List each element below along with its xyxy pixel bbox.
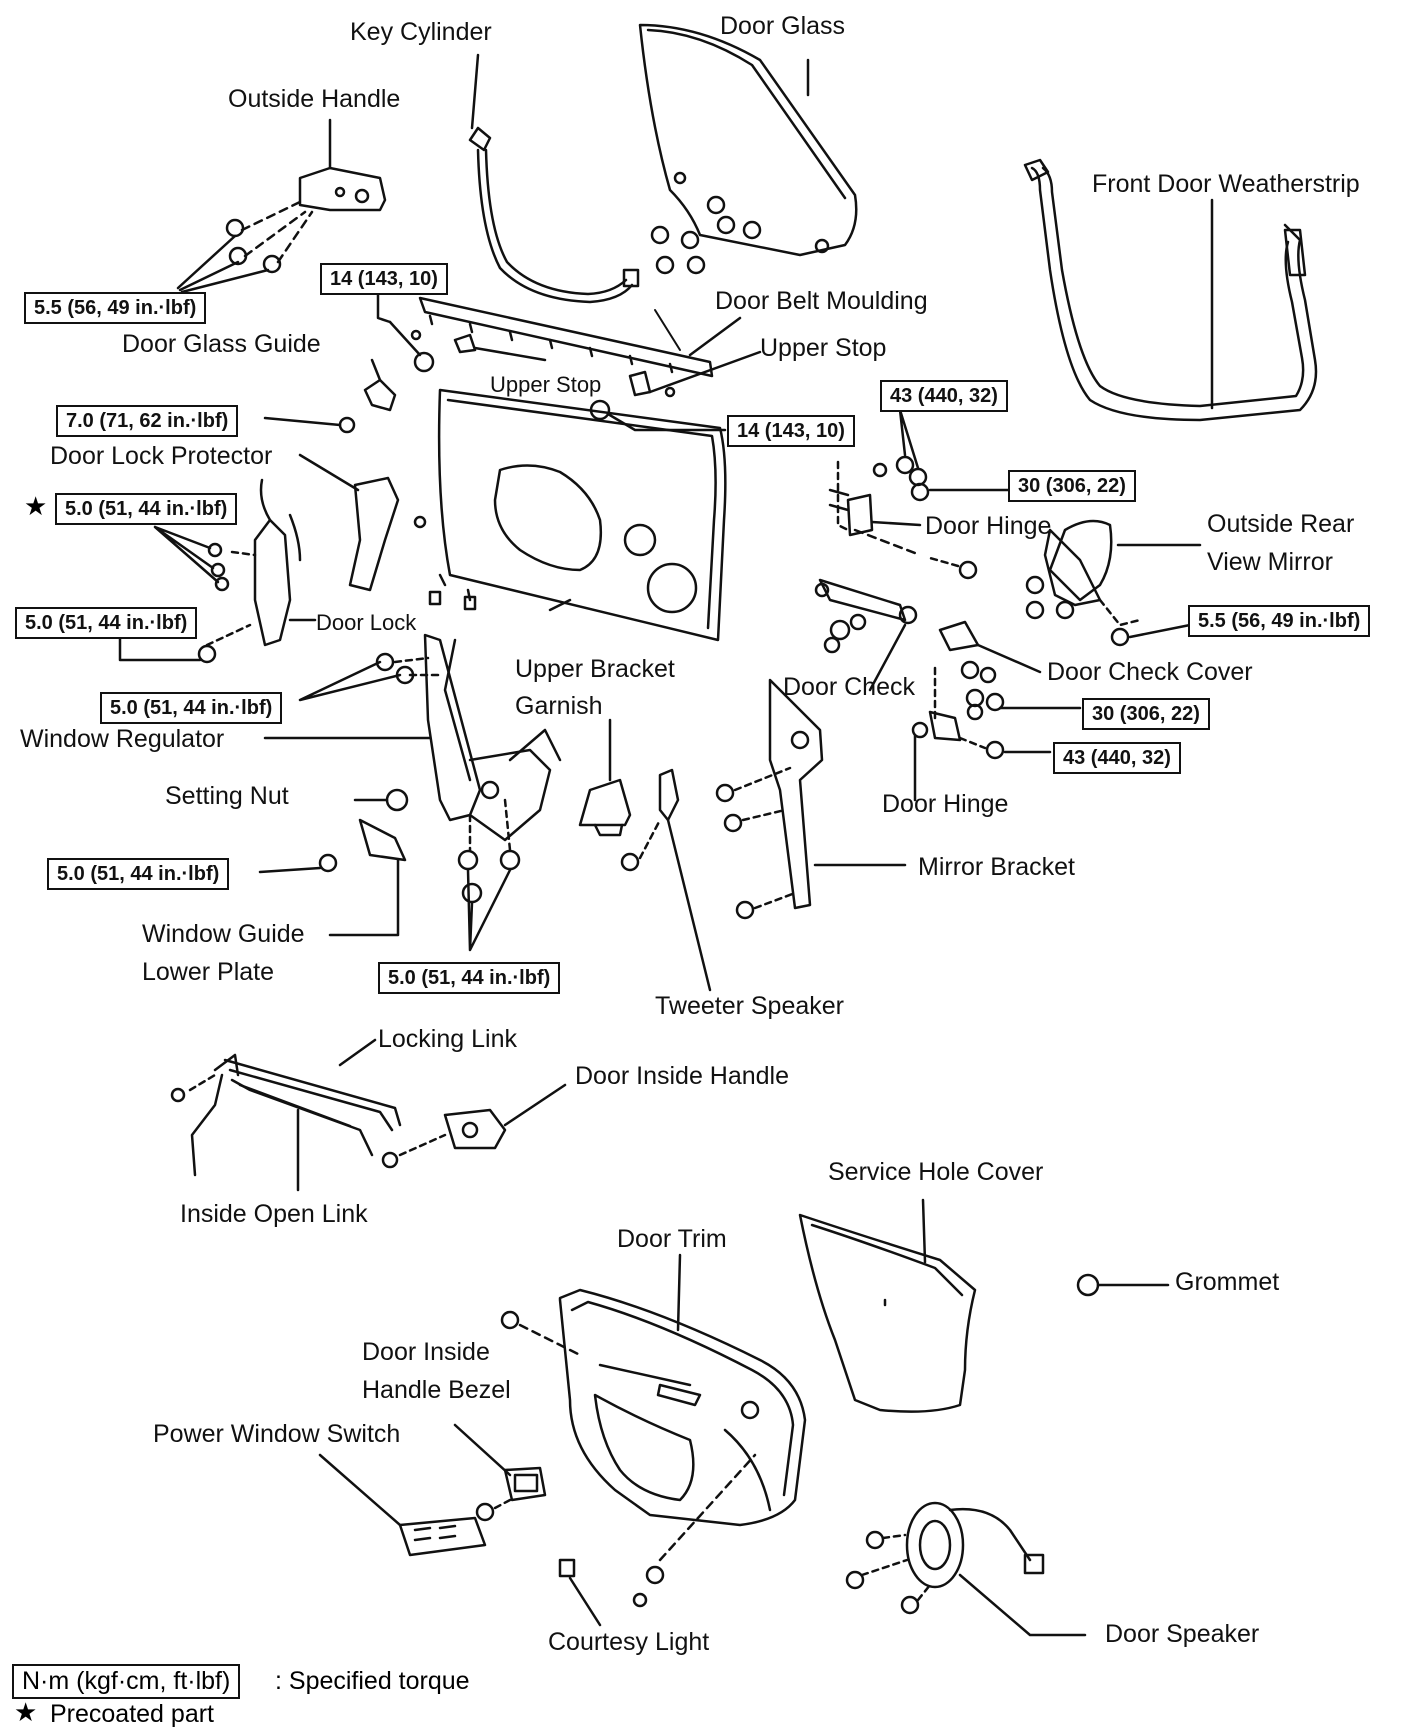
precoated-star-marker: ★ xyxy=(24,492,48,522)
window-guide-lower-plate-label-2: Lower Plate xyxy=(142,958,275,986)
setting-nut-part xyxy=(353,788,409,812)
door-glass-guide-part xyxy=(263,358,397,434)
torque-regulator-upper: 5.0 (51, 44 in.·lbf) xyxy=(100,692,283,724)
front-door-weatherstrip-label: Front Door Weatherstrip xyxy=(1092,170,1360,198)
upper-stop-label-right: Upper Stop xyxy=(760,334,887,362)
tweeter-speaker-label: Tweeter Speaker xyxy=(655,992,844,1020)
door-hinge-lower-label: Door Hinge xyxy=(882,790,1009,818)
torque-hinge-lower-side: 30 (306, 22) xyxy=(1082,698,1210,730)
power-window-switch-part xyxy=(318,1453,487,1557)
door-inside-handle-part xyxy=(381,1083,567,1169)
door-lock-protector-label: Door Lock Protector xyxy=(50,442,273,470)
torque-door-lock-lower: 5.0 (51, 44 in.·lbf) xyxy=(15,607,198,639)
outside-handle-label: Outside Handle xyxy=(228,85,401,113)
outside-handle-part xyxy=(176,118,387,294)
door-hinge-upper-label: Door Hinge xyxy=(925,512,1052,540)
legend-star: ★ xyxy=(14,1698,38,1728)
outside-rear-view-mirror-label-2: View Mirror xyxy=(1207,548,1333,576)
legend-unit-text: : Specified torque xyxy=(275,1667,470,1695)
mirror-bracket-part xyxy=(715,678,907,920)
grommet-part xyxy=(1076,1273,1170,1297)
door-inside-handle-label: Door Inside Handle xyxy=(575,1062,790,1090)
door-check-cover-label: Door Check Cover xyxy=(1047,658,1253,686)
regulator-lower-bolts xyxy=(457,798,521,952)
door-lock-label: Door Lock xyxy=(316,610,417,635)
door-glass-part xyxy=(638,23,858,275)
service-hole-cover-part xyxy=(798,1198,977,1413)
torque-mirror: 5.5 (56, 49 in.·lbf) xyxy=(1188,605,1371,637)
torque-outside-handle: 5.5 (56, 49 in.·lbf) xyxy=(24,292,207,324)
legend-unit-box: N·m (kgf·cm, ft·lbf) xyxy=(12,1664,241,1699)
torque-door-lock-precoated: 5.0 (51, 44 in.·lbf) xyxy=(55,493,238,525)
door-inside-handle-bezel-label-1: Door Inside xyxy=(362,1338,490,1366)
power-window-switch-label: Power Window Switch xyxy=(153,1420,401,1448)
door-trim-label: Door Trim xyxy=(617,1225,727,1253)
door-belt-moulding-part xyxy=(418,296,742,378)
key-cylinder-label: Key Cylinder xyxy=(350,18,492,46)
upper-bracket-garnish-label-2: Garnish xyxy=(515,692,603,720)
door-check-part xyxy=(814,578,918,692)
outside-rear-view-mirror-label-1: Outside Rear xyxy=(1207,510,1355,538)
upper-stop-label-left: Upper Stop xyxy=(490,372,602,397)
leader-lines xyxy=(548,309,681,612)
door-lock-protector-part xyxy=(298,453,427,592)
door-lock-part xyxy=(118,478,317,664)
legend-precoated-text: Precoated part xyxy=(50,1700,214,1728)
key-cylinder-part xyxy=(468,53,640,304)
door-inner-panel xyxy=(428,388,727,642)
locking-link-part xyxy=(170,1038,402,1132)
torque-hinge-lower-bottom: 43 (440, 32) xyxy=(1053,742,1181,774)
courtesy-light-part xyxy=(558,1453,757,1627)
upper-bracket-garnish-part xyxy=(578,718,632,837)
torque-hinge-upper-top: 43 (440, 32) xyxy=(880,380,1008,412)
torque-glass-guide: 7.0 (71, 62 in.·lbf) xyxy=(56,405,239,437)
grommet-label: Grommet xyxy=(1175,1268,1280,1296)
service-hole-cover-label: Service Hole Cover xyxy=(828,1158,1044,1186)
outside-rear-view-mirror-part xyxy=(1025,519,1202,647)
door-check-cover-part xyxy=(938,620,1042,674)
locking-link-label: Locking Link xyxy=(378,1025,517,1053)
door-belt-moulding-label: Door Belt Moulding xyxy=(715,287,928,315)
inside-open-link-label: Inside Open Link xyxy=(180,1200,368,1228)
window-regulator-label: Window Regulator xyxy=(20,725,225,753)
tweeter-speaker-part xyxy=(620,768,712,992)
door-hinge-upper-part xyxy=(828,408,1012,580)
torque-regulator-lower: 5.0 (51, 44 in.·lbf) xyxy=(378,962,561,994)
door-speaker-part xyxy=(845,1501,1087,1637)
mirror-bracket-label: Mirror Bracket xyxy=(918,853,1075,881)
door-inside-handle-bezel-part xyxy=(453,1423,547,1522)
door-speaker-label: Door Speaker xyxy=(1105,1620,1260,1648)
door-trim-part xyxy=(500,1253,807,1527)
door-glass-guide-label: Door Glass Guide xyxy=(122,330,321,358)
window-guide-lower-plate-part xyxy=(258,818,407,937)
window-regulator-part xyxy=(263,633,562,842)
door-check-label: Door Check xyxy=(783,673,915,701)
door-glass-label: Door Glass xyxy=(720,12,846,40)
front-door-weatherstrip-part xyxy=(1023,158,1318,422)
window-guide-lower-plate-label-1: Window Guide xyxy=(142,920,305,948)
door-hinge-lower-part xyxy=(911,660,1082,802)
torque-upper-stop: 14 (143, 10) xyxy=(727,415,855,447)
door-inside-handle-bezel-label-2: Handle Bezel xyxy=(362,1376,511,1404)
torque-lower-plate: 5.0 (51, 44 in.·lbf) xyxy=(47,858,230,890)
torque-belt-moulding: 14 (143, 10) xyxy=(320,263,448,295)
courtesy-light-label: Courtesy Light xyxy=(548,1628,710,1656)
setting-nut-label: Setting Nut xyxy=(165,782,289,810)
upper-bracket-garnish-label-1: Upper Bracket xyxy=(515,655,675,683)
inside-open-link-part xyxy=(190,1073,374,1192)
upper-stop-part xyxy=(376,290,762,432)
torque-hinge-upper-side: 30 (306, 22) xyxy=(1008,470,1136,502)
